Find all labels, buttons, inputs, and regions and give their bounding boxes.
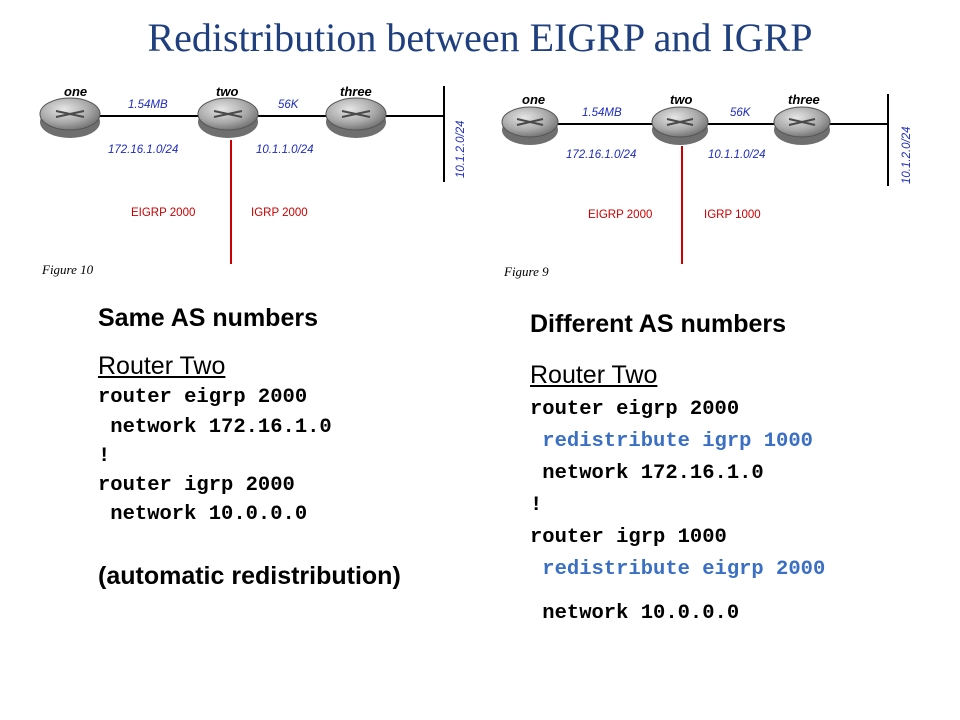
router-two-title: Router Two <box>530 361 658 389</box>
link2-network: 10.1.1.0/24 <box>708 149 766 161</box>
link1-network: 172.16.1.0/24 <box>566 149 636 161</box>
router-three-icon <box>773 106 831 145</box>
figure-caption: Figure 9 <box>503 264 549 279</box>
slide-title: Redistribution between EIGRP and IGRP <box>147 15 813 60</box>
domain-right-label: IGRP 2000 <box>251 207 308 219</box>
config-line: router igrp 1000 <box>530 526 727 549</box>
router-one-icon <box>39 97 101 138</box>
redistribution-note: (automatic redistribution) <box>98 562 401 590</box>
config-line-redistribute: redistribute eigrp 2000 <box>530 558 826 581</box>
config-line: router eigrp 2000 <box>530 398 740 421</box>
link1-speed: 1.54MB <box>582 107 622 119</box>
router-two-label: two <box>670 92 692 107</box>
router-two-icon <box>197 97 259 138</box>
router-two-title: Router Two <box>98 352 226 380</box>
config-line: network 10.0.0.0 <box>530 602 740 625</box>
network-diagram-right: one two three 1.54MB 56K 172.16.1.0/24 1… <box>501 92 913 279</box>
router-three-label: three <box>340 84 372 99</box>
router-one-label: one <box>64 84 87 99</box>
router-one-icon <box>501 106 559 145</box>
figure-different-as: one two three 1.54MB 56K 172.16.1.0/24 1… <box>500 86 920 286</box>
router-three-icon <box>325 97 387 138</box>
same-as-heading: Same AS numbers <box>98 304 318 332</box>
router-two-label: two <box>216 84 238 99</box>
link1-speed: 1.54MB <box>128 99 168 111</box>
side-network: 10.1.2.0/24 <box>455 120 467 178</box>
link2-speed: 56K <box>730 107 752 119</box>
figure-caption: Figure 10 <box>41 262 94 277</box>
config-line: ! <box>530 494 543 517</box>
figure-same-as: one two three 1.54MB 56K 172.16.1.0/24 1… <box>38 78 478 288</box>
domain-left-label: EIGRP 2000 <box>588 209 652 221</box>
different-as-heading: Different AS numbers <box>530 310 787 338</box>
config-line: network 172.16.1.0 <box>98 416 332 439</box>
link1-network: 172.16.1.0/24 <box>108 144 178 156</box>
link2-speed: 56K <box>278 99 300 111</box>
link2-network: 10.1.1.0/24 <box>256 144 314 156</box>
router-one-label: one <box>522 92 545 107</box>
config-line: router igrp 2000 <box>98 474 295 497</box>
config-line-redistribute: redistribute igrp 1000 <box>530 430 813 453</box>
domain-left-label: EIGRP 2000 <box>131 207 195 219</box>
side-network: 10.1.2.0/24 <box>901 126 913 184</box>
config-line: router eigrp 2000 <box>98 386 308 409</box>
domain-right-label: IGRP 1000 <box>704 209 761 221</box>
config-line: network 172.16.1.0 <box>530 462 764 485</box>
router-three-label: three <box>788 92 820 107</box>
config-line: network 10.0.0.0 <box>98 503 308 526</box>
network-diagram-left: one two three 1.54MB 56K 172.16.1.0/24 1… <box>39 84 467 277</box>
router-two-icon <box>651 106 709 145</box>
config-line: ! <box>98 445 111 468</box>
